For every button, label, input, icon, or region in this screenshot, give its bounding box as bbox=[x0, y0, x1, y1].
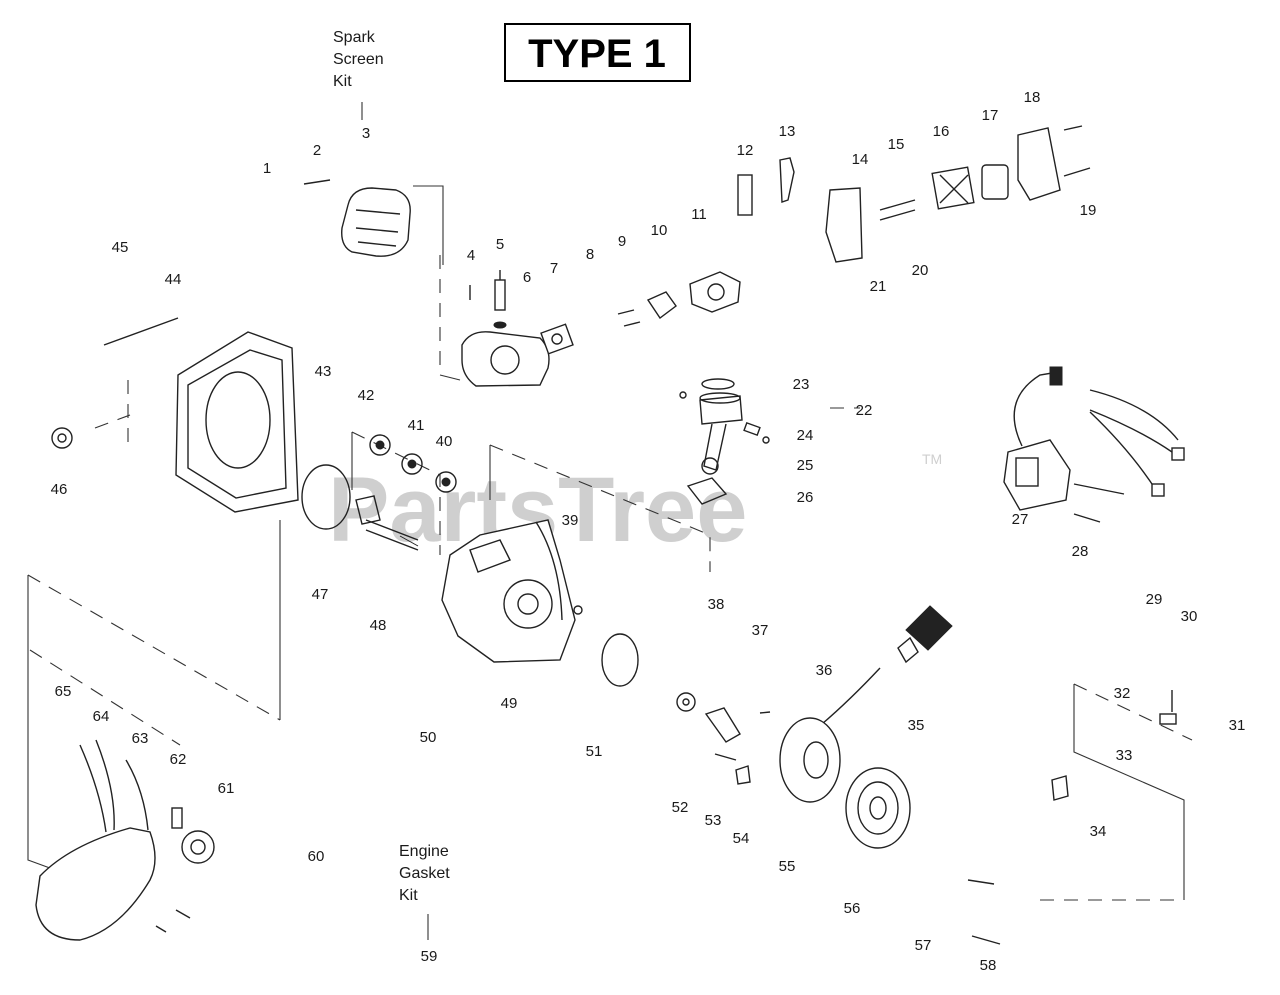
callout-numbers: 1234567891011121314151617181920212223242… bbox=[51, 89, 1246, 974]
callout-14: 14 bbox=[852, 151, 869, 168]
svg-text:Kit: Kit bbox=[333, 73, 352, 90]
callout-17: 17 bbox=[982, 107, 999, 124]
callout-31: 31 bbox=[1229, 717, 1246, 734]
callout-65: 65 bbox=[55, 683, 72, 700]
callout-47: 47 bbox=[312, 586, 329, 603]
callout-11: 11 bbox=[691, 206, 707, 223]
callout-38: 38 bbox=[708, 596, 725, 613]
callout-59: 59 bbox=[421, 948, 438, 965]
callout-40: 40 bbox=[436, 433, 453, 450]
callout-3: 3 bbox=[362, 125, 370, 142]
callout-32: 32 bbox=[1114, 685, 1131, 702]
callout-27: 27 bbox=[1012, 511, 1029, 528]
callout-2: 2 bbox=[313, 142, 321, 159]
callout-21: 21 bbox=[870, 278, 887, 295]
callout-29: 29 bbox=[1146, 591, 1163, 608]
callout-42: 42 bbox=[358, 387, 375, 404]
carburetor-parts bbox=[540, 271, 741, 355]
cylinder-block bbox=[461, 331, 550, 387]
callout-60: 60 bbox=[308, 848, 325, 865]
callout-57: 57 bbox=[915, 937, 932, 954]
callout-46: 46 bbox=[51, 481, 68, 498]
watermark-trademark: TM bbox=[922, 451, 942, 467]
ignition-module bbox=[1003, 366, 1185, 523]
bearings-and-seals bbox=[301, 434, 457, 530]
callout-22: 22 bbox=[856, 402, 873, 419]
callout-5: 5 bbox=[496, 236, 504, 253]
callout-51: 51 bbox=[586, 743, 603, 760]
crankcase-housing bbox=[441, 519, 639, 687]
callout-26: 26 bbox=[797, 489, 814, 506]
callout-6: 6 bbox=[523, 269, 531, 286]
callout-12: 12 bbox=[737, 142, 754, 159]
svg-text:Spark: Spark bbox=[333, 29, 376, 46]
svg-text:Gasket: Gasket bbox=[399, 865, 450, 882]
crankcase-left bbox=[51, 317, 299, 513]
svg-text:Engine: Engine bbox=[399, 843, 449, 860]
crankshaft bbox=[355, 495, 419, 551]
callout-35: 35 bbox=[908, 717, 925, 734]
svg-text:Kit: Kit bbox=[399, 887, 418, 904]
callout-34: 34 bbox=[1090, 823, 1107, 840]
svg-text:Screen: Screen bbox=[333, 51, 384, 68]
callout-55: 55 bbox=[779, 858, 796, 875]
hardware-lower-right bbox=[967, 690, 1177, 945]
engine-gasket-kit-label: Engine Gasket Kit bbox=[399, 843, 450, 940]
callout-53: 53 bbox=[705, 812, 722, 829]
callout-64: 64 bbox=[93, 708, 110, 725]
piston-assembly bbox=[679, 378, 770, 505]
callout-20: 20 bbox=[912, 262, 929, 279]
callout-63: 63 bbox=[132, 730, 149, 747]
callout-15: 15 bbox=[888, 136, 905, 153]
callout-56: 56 bbox=[844, 900, 861, 917]
callout-45: 45 bbox=[112, 239, 129, 256]
callout-18: 18 bbox=[1024, 89, 1041, 106]
starter-assembly bbox=[676, 605, 953, 849]
spark-screen-kit-label: Spark Screen Kit bbox=[333, 29, 384, 120]
callout-16: 16 bbox=[933, 123, 950, 140]
callout-61: 61 bbox=[218, 780, 235, 797]
callout-19: 19 bbox=[1080, 202, 1097, 219]
callout-48: 48 bbox=[370, 617, 387, 634]
callout-50: 50 bbox=[420, 729, 437, 746]
callout-1: 1 bbox=[263, 160, 271, 177]
callout-43: 43 bbox=[315, 363, 332, 380]
callout-39: 39 bbox=[562, 512, 579, 529]
callout-44: 44 bbox=[165, 271, 182, 288]
callout-37: 37 bbox=[752, 622, 769, 639]
type-box bbox=[504, 23, 691, 82]
callout-23: 23 bbox=[793, 376, 810, 393]
callout-7: 7 bbox=[550, 260, 558, 277]
callout-24: 24 bbox=[797, 427, 814, 444]
callout-54: 54 bbox=[733, 830, 750, 847]
cylinder-cover bbox=[303, 179, 411, 257]
callout-30: 30 bbox=[1181, 608, 1198, 625]
callout-58: 58 bbox=[980, 957, 997, 974]
callout-49: 49 bbox=[501, 695, 518, 712]
spark-plug bbox=[469, 270, 507, 329]
callout-10: 10 bbox=[651, 222, 668, 239]
type-label: TYPE 1 bbox=[528, 32, 666, 76]
callout-9: 9 bbox=[618, 233, 626, 250]
callout-4: 4 bbox=[467, 247, 475, 264]
callout-8: 8 bbox=[586, 246, 594, 263]
callout-36: 36 bbox=[816, 662, 833, 679]
callout-41: 41 bbox=[408, 417, 425, 434]
muffler-assembly bbox=[35, 739, 215, 941]
callout-62: 62 bbox=[170, 751, 187, 768]
callout-13: 13 bbox=[779, 123, 796, 140]
callout-33: 33 bbox=[1116, 747, 1133, 764]
callout-52: 52 bbox=[672, 799, 689, 816]
air-filter-parts bbox=[737, 125, 1091, 263]
callout-28: 28 bbox=[1072, 543, 1089, 560]
callout-25: 25 bbox=[797, 457, 814, 474]
